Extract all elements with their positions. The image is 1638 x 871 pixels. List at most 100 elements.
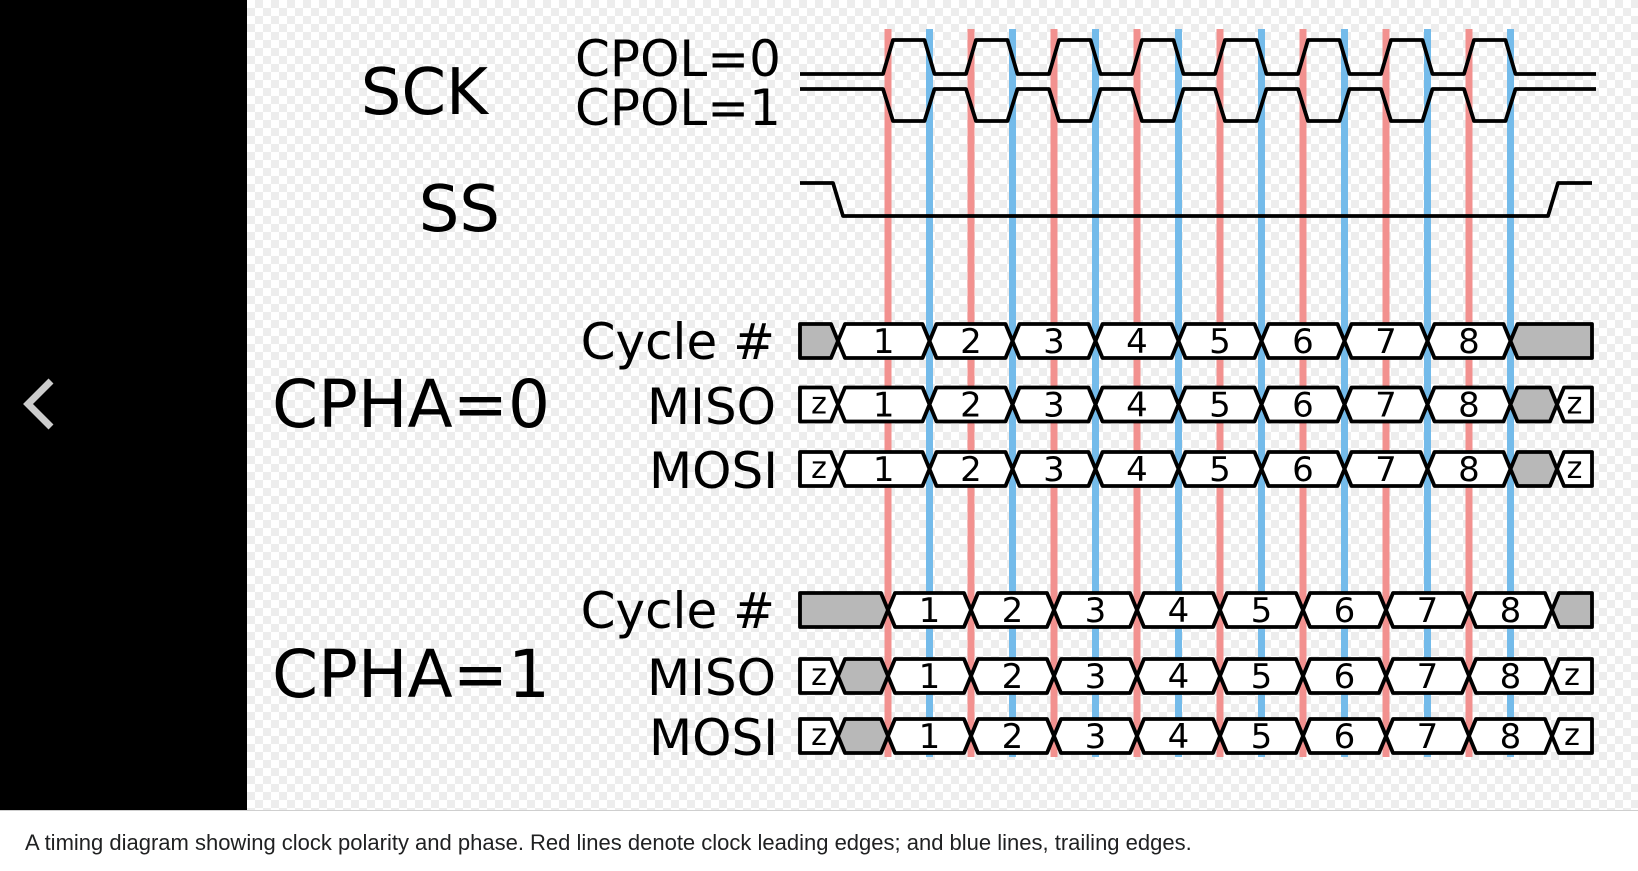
label-cpha1: CPHA=1 — [272, 636, 550, 713]
cycle-number: 5 — [1209, 322, 1231, 362]
label-cpha0: CPHA=0 — [272, 366, 550, 443]
cycle0-idle-cell — [1508, 322, 1594, 360]
cycle-number: 7 — [1375, 386, 1397, 426]
cycle-number: 3 — [1043, 386, 1065, 426]
cycle-number: 6 — [1292, 386, 1314, 426]
cycle-number: 4 — [1168, 657, 1190, 697]
cycle-number: 8 — [1500, 717, 1522, 757]
cycle-number: 7 — [1375, 450, 1397, 490]
mosi1-data-cell — [886, 717, 973, 755]
cycle1-idle-cell — [798, 591, 890, 629]
cycle-number: 6 — [1334, 591, 1356, 631]
chevron-left-icon — [23, 378, 54, 430]
miso0-data-cell — [1093, 385, 1181, 424]
mosi1-data-cell — [1301, 717, 1388, 755]
cycle0-data-cell — [1342, 322, 1430, 360]
miso0-data-cell — [1259, 385, 1347, 424]
label-sck: SCK — [361, 56, 490, 130]
cycle-number: 2 — [1002, 657, 1024, 697]
cycle-number: 7 — [1375, 322, 1397, 362]
label-mosi0: MOSI — [649, 442, 778, 500]
cycle-number: 6 — [1292, 450, 1314, 490]
hi-z-label: z — [811, 451, 827, 486]
cycle-number: 4 — [1126, 322, 1148, 362]
hi-z-label: z — [811, 658, 827, 693]
cycle-number: 8 — [1500, 657, 1522, 697]
label-mosi1: MOSI — [649, 709, 778, 767]
cycle1-data-cell — [1218, 591, 1305, 629]
miso1-data-cell — [1135, 657, 1222, 695]
cycle0-data-cell — [927, 322, 1015, 360]
hi-z-label: z — [1564, 718, 1580, 753]
cycle-number: 3 — [1043, 450, 1065, 490]
hi-z-label: z — [1567, 387, 1583, 422]
cycle-number: 2 — [1002, 717, 1024, 757]
cycle1-data-cell — [886, 591, 973, 629]
cycle-number: 7 — [1417, 591, 1439, 631]
miso0-idle-cell — [1508, 385, 1559, 424]
cycle-number: 2 — [960, 450, 982, 490]
cycle-number: 2 — [960, 322, 982, 362]
cycle-number: 6 — [1334, 717, 1356, 757]
label-cpol1: CPOL=1 — [575, 79, 781, 137]
cycle-number: 1 — [873, 322, 895, 362]
cycle0-data-cell — [1010, 322, 1098, 360]
mosi1-data-cell — [1384, 717, 1471, 755]
miso1-data-cell — [1384, 657, 1471, 695]
cycle-number: 5 — [1251, 717, 1273, 757]
cycle0-data-cell — [836, 322, 932, 360]
cycle-number: 7 — [1417, 657, 1439, 697]
cycle-number: 1 — [919, 657, 941, 697]
miso0-hiz-cell — [798, 385, 840, 424]
miso1-hiz-cell — [1550, 657, 1594, 695]
mosi0-data-cell — [927, 450, 1015, 488]
miso1-data-cell — [1218, 657, 1305, 695]
miso0-data-cell — [1342, 385, 1430, 424]
sck-cpol0-waveform — [800, 38, 1596, 76]
label-miso0: MISO — [647, 378, 776, 436]
ss-waveform — [800, 181, 1592, 218]
mosi0-hiz-cell — [798, 450, 840, 488]
mosi0-data-cell — [836, 450, 932, 488]
cycle-number: 2 — [1002, 591, 1024, 631]
label-cycle1: Cycle # — [581, 582, 775, 640]
cycle-number: 4 — [1126, 450, 1148, 490]
cycle-number: 3 — [1085, 717, 1107, 757]
cycle-number: 5 — [1251, 657, 1273, 697]
miso1-data-cell — [1301, 657, 1388, 695]
cycle-number: 1 — [873, 450, 895, 490]
cycle-number: 8 — [1500, 591, 1522, 631]
mosi0-data-cell — [1093, 450, 1181, 488]
cycle-number: 5 — [1209, 450, 1231, 490]
mosi0-data-cell — [1425, 450, 1513, 488]
cycle1-data-cell — [969, 591, 1056, 629]
cycle1-data-cell — [1135, 591, 1222, 629]
mosi1-data-cell — [1218, 717, 1305, 755]
miso1-data-cell — [886, 657, 973, 695]
cycle-number: 4 — [1168, 717, 1190, 757]
cycle1-data-cell — [1384, 591, 1471, 629]
miso1-data-cell — [1467, 657, 1554, 695]
mosi1-data-cell — [969, 717, 1056, 755]
prev-image-button[interactable] — [0, 0, 247, 810]
hi-z-label: z — [1567, 451, 1583, 486]
miso0-data-cell — [1425, 385, 1513, 424]
mosi1-hiz-cell — [1550, 717, 1594, 755]
label-ss: SS — [419, 173, 500, 247]
cycle0-idle-cell — [798, 322, 840, 360]
cycle-number: 4 — [1168, 591, 1190, 631]
cycle-number: 4 — [1126, 386, 1148, 426]
cycle1-data-cell — [1467, 591, 1554, 629]
image-caption: A timing diagram showing clock polarity … — [25, 830, 1192, 855]
cycle0-data-cell — [1425, 322, 1513, 360]
mosi0-idle-cell — [1508, 450, 1559, 488]
cycle1-idle-cell — [1550, 591, 1594, 629]
cycle0-data-cell — [1093, 322, 1181, 360]
cycle-number: 7 — [1417, 717, 1439, 757]
miso1-idle-cell — [836, 657, 890, 695]
miso0-data-cell — [836, 385, 932, 424]
mosi0-hiz-cell — [1555, 450, 1594, 488]
cycle0-data-cell — [1259, 322, 1347, 360]
